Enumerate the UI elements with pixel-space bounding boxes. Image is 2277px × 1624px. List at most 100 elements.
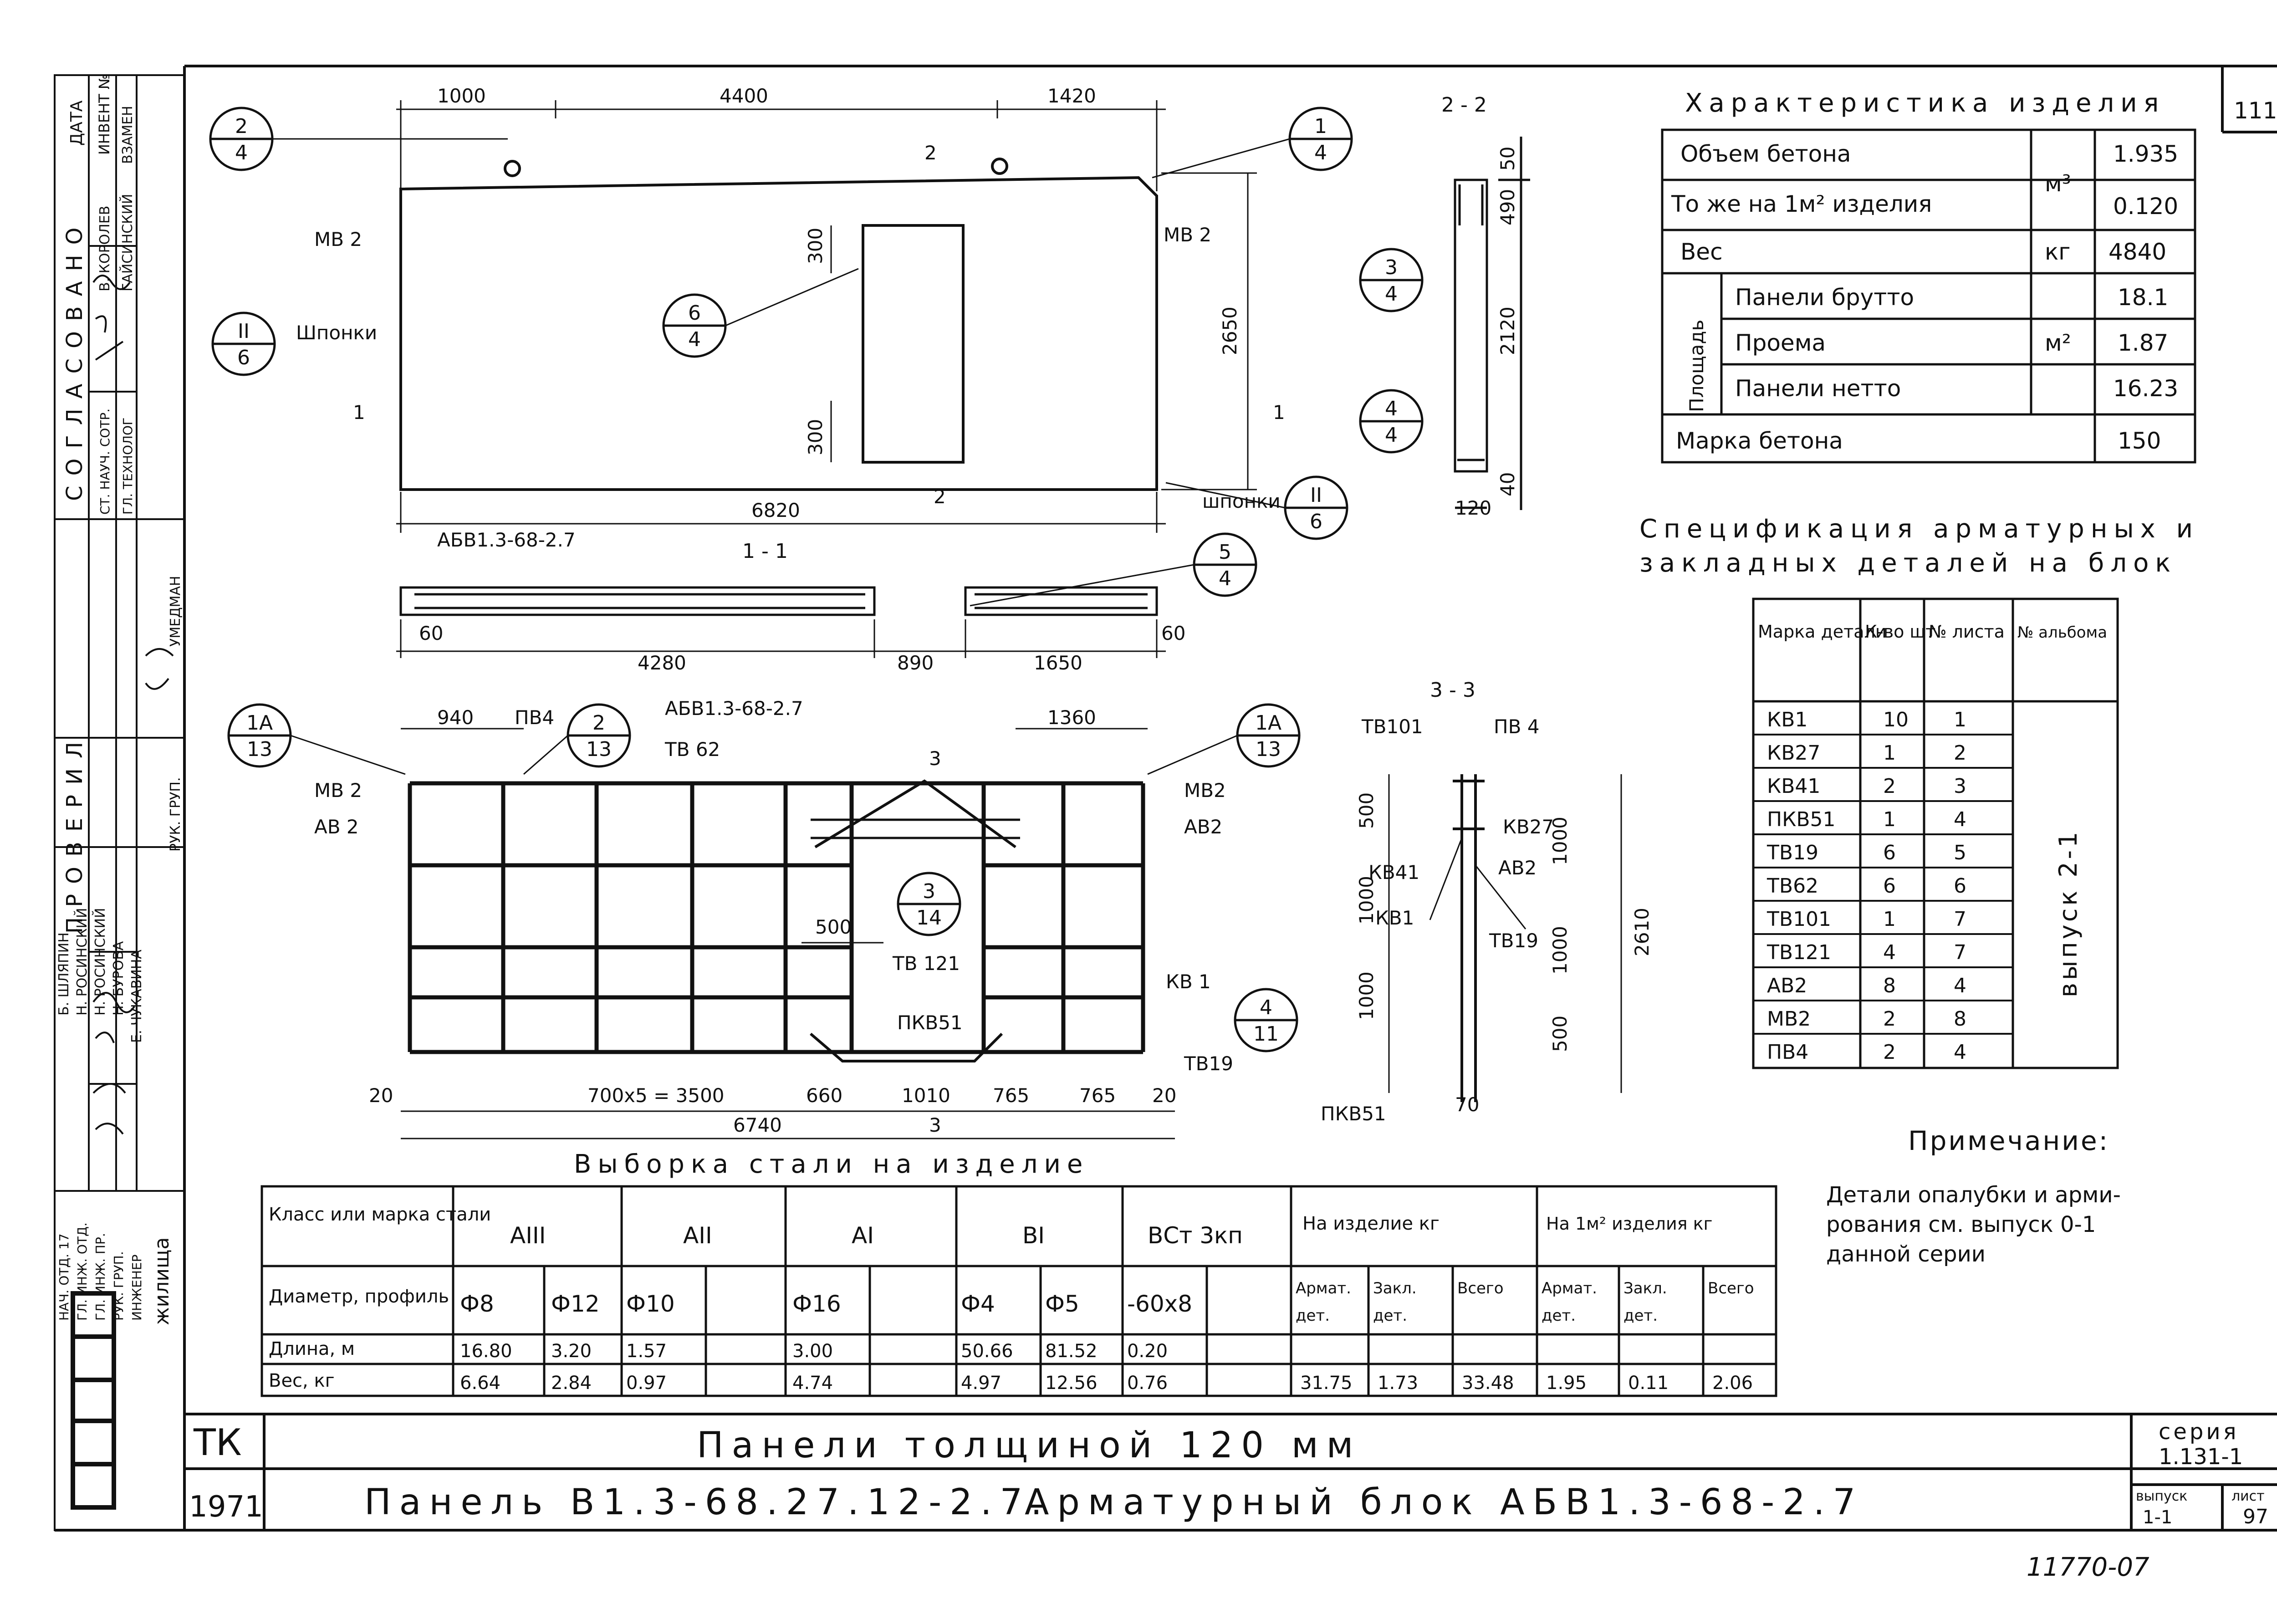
rebar-dim-b0: 20 (369, 1084, 393, 1107)
char-row-2-unit: кг (2045, 239, 2070, 265)
issue-label: выпуск (2136, 1488, 2187, 1504)
characteristics-texts: Характеристика изделия Объем бетона м³ 1… (1671, 88, 2178, 454)
rebar-tb121: ТВ 121 (892, 952, 960, 975)
spec-cell: 4 (1883, 941, 1896, 964)
rebar-dim-b5: 765 (1079, 1084, 1116, 1107)
rebar-dim-total: 6740 (733, 1114, 782, 1136)
callout-rb-0-den: 13 (247, 738, 272, 761)
dim-height: 2650 (1219, 306, 1241, 355)
rebar-dim-500: 500 (815, 916, 852, 938)
spec-head-3: № альбома (2017, 623, 2107, 642)
char-area-2-value: 16.23 (2113, 375, 2178, 402)
spec-head-1: К-во шт. (1865, 622, 1941, 642)
rebar-dim-b3: 1010 (902, 1084, 950, 1107)
rebar-tb62: ТВ 62 (664, 738, 720, 761)
rebar-dim-left: 940 (437, 706, 474, 729)
rebar-tb19: ТВ19 (1184, 1052, 1233, 1075)
approval-c-role-4: ИНЖЕНЕР (129, 1255, 144, 1321)
approval-c-name-2: Н. РОСИНСКИЙ (92, 908, 108, 1016)
spec-cell: 5 (1954, 841, 1966, 864)
approval-c-name-4: Е. ЧУКАВИНА (129, 950, 145, 1043)
section-1-1-block: АБВ1.3-68-2.7 (437, 529, 576, 551)
steel-row-class: Класс или марка стали (269, 1204, 491, 1225)
steel-cell: дет. (1542, 1307, 1576, 1325)
callout-2-den: 6 (237, 346, 250, 369)
dim-top-2: 1420 (1047, 85, 1096, 107)
steel-cell: Ф16 (792, 1291, 841, 1317)
s22-dim-2: 2120 (1496, 306, 1519, 355)
s33-label-2: КВ27 (1503, 816, 1554, 838)
steel-cell: 0.97 (626, 1373, 667, 1394)
s11-edge-right: 60 (1161, 622, 1185, 644)
s33-left-0: 500 (1355, 792, 1378, 829)
rebar-dim-b1: 700x5 = 3500 (587, 1084, 725, 1107)
spec-cell: 10 (1883, 708, 1909, 731)
approval-c-role-0: НАЧ. ОТД. 17 (56, 1233, 71, 1321)
callout-4-den: 6 (1310, 510, 1322, 533)
spec-cell: 8 (1883, 974, 1896, 997)
callout-s11-num: 5 (1219, 541, 1231, 564)
spec-rowlines (1753, 700, 2013, 1035)
approval-texts: ДАТА ИНВЕНТ № ВЗАМЕН СОГЛАСОВАНО СТ. НАУ… (56, 74, 184, 1321)
steel-cell: Закл. (1624, 1279, 1667, 1297)
callout-3-num: 6 (688, 301, 701, 325)
spec-cell: 1 (1954, 708, 1966, 731)
s33-label-7: ПКВ51 (1321, 1103, 1386, 1125)
steel-class-1: АII (683, 1222, 712, 1249)
callout-rb-1-num: 2 (592, 711, 605, 735)
spec-cell: 6 (1883, 841, 1896, 864)
section-1-1-title: 1 - 1 (742, 540, 788, 563)
steel-class-0: АIII (510, 1222, 546, 1249)
section-3-3-title: 3 - 3 (1430, 679, 1475, 702)
s33-label-4: АВ2 (1498, 857, 1537, 879)
spec-cell: 2 (1954, 741, 1966, 765)
rebar-mb-right: МВ2 (1184, 779, 1226, 802)
steel-per-m2: На 1м² изделия кг (1546, 1214, 1713, 1234)
approval-date-label: ДАТА (67, 100, 86, 146)
steel-cell: 6.64 (460, 1373, 500, 1394)
title-block-texts: ТК 1971 Панели толщиной 120 мм Панель В1… (189, 1419, 2268, 1582)
approval-name-0: В. КОРОЛЕВ (97, 206, 113, 291)
rebar-title: АБВ1.3-68-2.7 (665, 697, 803, 720)
steel-cell: 1.95 (1546, 1373, 1587, 1394)
dim-top-1: 4400 (720, 85, 768, 107)
callout-s11-den: 4 (1219, 567, 1231, 590)
approval-name-1: ГАЙСИНСКИЙ (119, 194, 136, 291)
rebar-cut3-top: 3 (929, 747, 941, 770)
list-value: 97 (2243, 1505, 2268, 1528)
s33-bottom: 70 (1455, 1093, 1479, 1116)
s33-left-1: 1000 (1355, 876, 1378, 924)
characteristics-title: Характеристика изделия (1685, 88, 2165, 118)
spec-title-2: закладных деталей на блок (1639, 548, 2177, 578)
approval-c-role-1: ГЛ. ИНЖ. ОТД. (75, 1222, 90, 1321)
rebar-pkb51: ПКВ51 (897, 1011, 963, 1034)
spec-cell: ТВ101 (1766, 908, 1831, 931)
spec-cell: ПВ4 (1767, 1041, 1808, 1064)
rebar-dim-b2: 660 (806, 1084, 842, 1107)
char-area-1-value: 1.87 (2118, 330, 2168, 356)
char-area-1-name: Проема (1735, 330, 1826, 356)
steel-cell: Всего (1708, 1279, 1754, 1297)
section-1-1-texts: 1 - 1 АБВ1.3-68-2.7 4280 890 1650 60 60 (419, 529, 1185, 674)
callout-texts: 2 4 1 4 II 6 6 4 II 6 3 4 4 4 5 4 1А 13 … (235, 115, 1398, 1046)
char-row-1-name: То же на 1м² изделия (1671, 191, 1932, 217)
series-value: 1.131-1 (2159, 1444, 2243, 1470)
char-area-2-name: Панели нетто (1735, 375, 1901, 402)
char-concrete-value: 150 (2118, 428, 2161, 454)
spec-cell: ТВ19 (1766, 841, 1818, 864)
archive-stamp: 11770-07 (2027, 1553, 2149, 1582)
callout-2-num: II (238, 320, 250, 343)
char-row-2-name: Вес (1680, 239, 1723, 265)
panel-dims (396, 100, 1257, 533)
steel-row-len: Длина, м (269, 1338, 355, 1359)
spec-cell: 2 (1883, 1007, 1896, 1031)
note-line-2: данной серии (1826, 1241, 1986, 1267)
steel-cell: Закл. (1373, 1279, 1417, 1297)
callout-rb-2-num: 1А (1255, 711, 1281, 735)
steel-class-3: ВI (1022, 1222, 1045, 1249)
dim-bottom: 6820 (751, 499, 800, 521)
note: Примечание: Детали опалубки и арми- рова… (1826, 1125, 2121, 1267)
approval-agreed: СОГЛАСОВАНО (62, 218, 87, 501)
s22-width: 120 (1455, 497, 1491, 519)
